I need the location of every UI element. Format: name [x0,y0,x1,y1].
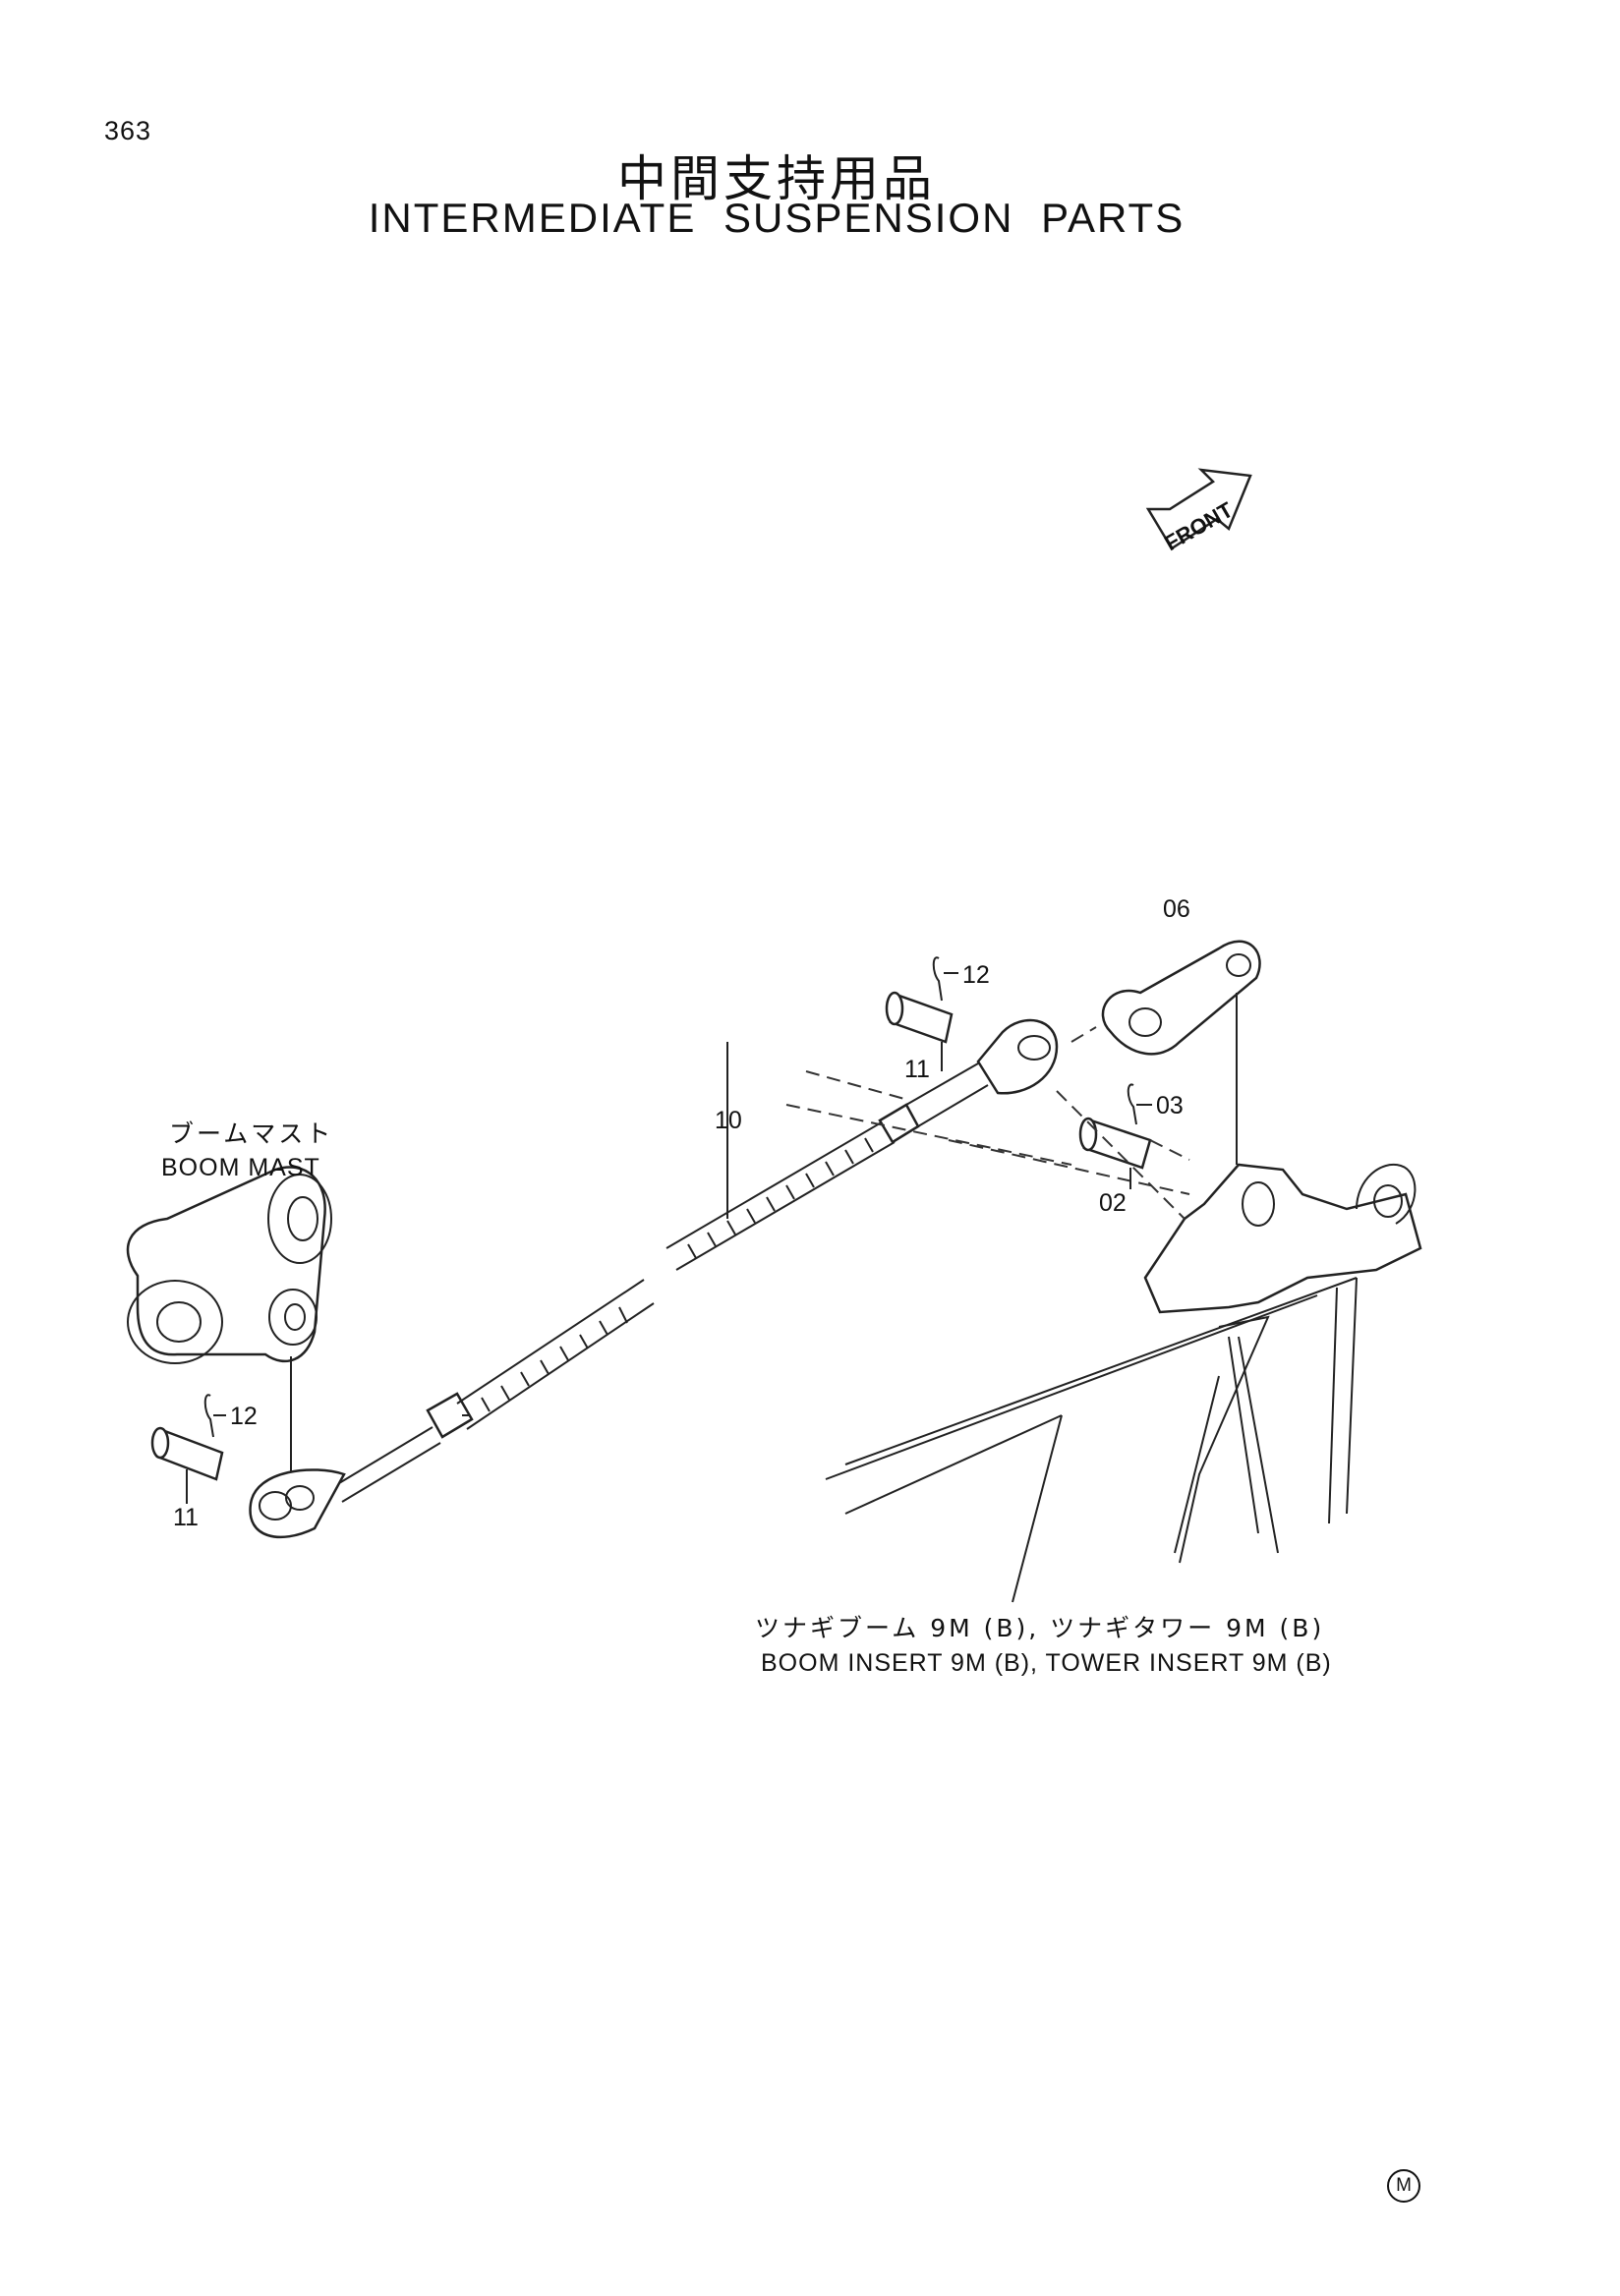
boom-insert-frame [825,1163,1422,1564]
pin-upper [885,991,954,1044]
rod-eye-upper [976,1018,1059,1095]
boom-mast-plate [126,1166,332,1364]
assembly-guide-lines [186,993,1238,1603]
insert-label-japanese: ツナギブーム 9M (B), ツナギタワー 9M (B) [755,1614,1324,1642]
split-pin-lower [203,1394,214,1438]
corner-mark: M [1387,2169,1420,2203]
page-title: INTERMEDIATE SUSPENSION PARTS [368,195,1186,241]
pin-lower [150,1426,224,1481]
split-pin-upper [932,956,943,1002]
page-title-japanese: 中間支持用品 [617,150,936,207]
callout-06: 06 [1163,895,1190,923]
callout-11-left: 11 [173,1504,199,1531]
callout-12-top: 12 [962,961,990,989]
callout-02: 02 [1099,1189,1127,1217]
insert-label: BOOM INSERT 9M (B), TOWER INSERT 9M (B) [761,1649,1332,1677]
tension-rod [333,1062,989,1503]
boom-mast-label-japanese: ブームマスト [169,1119,333,1148]
link-plate [1101,940,1261,1056]
split-pin-03 [1127,1083,1137,1125]
front-arrow-icon: FRONT [1145,468,1252,555]
callout-10: 10 [715,1107,742,1134]
callout-03: 03 [1156,1092,1184,1119]
rod-eye-lower [249,1468,346,1539]
boom-mast-label: BOOM MAST [161,1154,320,1181]
callout-11-top: 11 [904,1056,930,1083]
page-number: 363 [104,116,152,145]
callout-12-left: 12 [230,1403,258,1430]
